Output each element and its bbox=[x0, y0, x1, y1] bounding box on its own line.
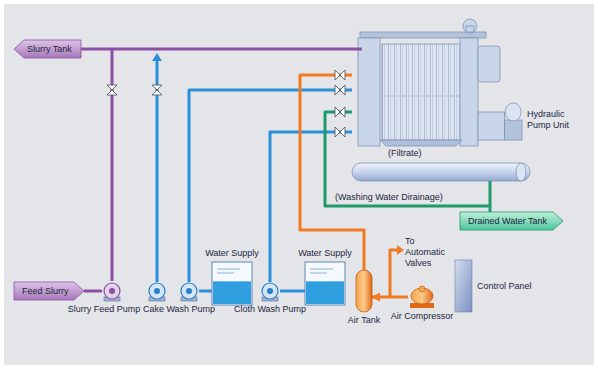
node-label: Slurry Feed Pump bbox=[68, 304, 141, 315]
source-arrow-box: Slurry Tank bbox=[14, 40, 81, 58]
slurry-pipe bbox=[112, 48, 362, 51]
filter-press bbox=[358, 38, 380, 146]
pipe-arrowheads bbox=[152, 53, 162, 61]
pump-symbol: Cake Wash Pump bbox=[147, 281, 199, 301]
valve-symbol bbox=[335, 107, 345, 117]
source-arrow-box-part bbox=[14, 282, 84, 300]
control-panel: Control Panel bbox=[455, 260, 472, 312]
node-label: Water Supply bbox=[205, 248, 259, 259]
pipe-connector bbox=[280, 290, 305, 293]
water-tank-part bbox=[305, 262, 345, 305]
air-tank: Air Tank bbox=[356, 270, 372, 312]
outlet-arrow-box-part bbox=[460, 212, 563, 230]
filter-press bbox=[460, 38, 478, 146]
node-label: Hydraulic Pump Unit bbox=[527, 109, 589, 131]
source-arrow-box: Feed Slurry bbox=[14, 282, 84, 300]
valve-symbol bbox=[152, 85, 162, 95]
air-pipe bbox=[300, 75, 364, 270]
pipe-connector bbox=[81, 49, 112, 281]
pump-symbol-part bbox=[149, 283, 165, 299]
pump-symbol: Slurry Feed Pump bbox=[102, 281, 122, 301]
water-tank-outline bbox=[212, 262, 252, 305]
pipes bbox=[112, 49, 490, 297]
node-label: Drained Water Tank bbox=[460, 212, 560, 230]
water-tank-part bbox=[306, 281, 344, 304]
drain-pipe bbox=[325, 112, 490, 206]
valve-symbol bbox=[335, 85, 345, 95]
water-tank-outline bbox=[305, 262, 345, 305]
air-tank-part bbox=[356, 270, 372, 312]
compressor-symbol: Air Compressor bbox=[408, 286, 436, 308]
node-label: Slurry Tank bbox=[14, 40, 79, 58]
node-label: Water Supply bbox=[298, 248, 352, 259]
air-tank-outline bbox=[356, 270, 372, 312]
pipe-label: (Filtrate) bbox=[388, 148, 422, 159]
water-tank-part bbox=[217, 269, 240, 270]
node-label: Air Compressor bbox=[391, 311, 454, 322]
drain-pipe bbox=[489, 181, 492, 212]
pipe-arrowheads bbox=[397, 245, 404, 255]
pump-symbol-part bbox=[109, 288, 115, 294]
node-label: Cake Wash Pump bbox=[143, 304, 215, 315]
pump-symbol-outline bbox=[102, 281, 122, 301]
node-label: Feed Slurry bbox=[14, 282, 82, 300]
pump-symbol: Cloth Wash Pump bbox=[260, 281, 280, 301]
pipe-connector bbox=[199, 290, 212, 293]
water-tank: Water Supply bbox=[212, 262, 252, 305]
cake-wash-pipe bbox=[189, 90, 352, 282]
filter-press bbox=[478, 46, 500, 82]
pump-symbol-part bbox=[186, 288, 192, 294]
filter-press bbox=[382, 44, 460, 140]
pump-symbol-outline bbox=[147, 281, 199, 301]
hydraulic-unit-outline bbox=[478, 100, 522, 140]
water-tank-part bbox=[310, 273, 327, 274]
filter-press bbox=[466, 26, 474, 32]
filter-press bbox=[360, 32, 486, 38]
pipe-label: (Washing Water Dirainage) bbox=[335, 192, 443, 203]
compressor-symbol-part bbox=[419, 286, 425, 292]
filtrate-trough bbox=[516, 163, 526, 181]
water-tank-part bbox=[213, 281, 251, 304]
control-panel-part bbox=[455, 260, 472, 312]
pipe-arrowheads bbox=[152, 53, 404, 255]
pump-symbol-part bbox=[181, 283, 197, 299]
valve-symbol bbox=[107, 70, 345, 137]
compressor-symbol-outline bbox=[408, 286, 436, 308]
node-label: Cloth Wash Pump bbox=[234, 304, 306, 315]
filtrate-trough bbox=[352, 163, 530, 181]
valve-symbol bbox=[335, 70, 345, 80]
valve-symbol bbox=[335, 127, 345, 137]
source-arrow-box-part bbox=[14, 40, 81, 58]
node-label: Air Tank bbox=[348, 315, 380, 326]
pump-symbol-part bbox=[104, 283, 120, 299]
pump-symbol-part bbox=[154, 288, 160, 294]
hydraulic-unit-part bbox=[504, 120, 522, 140]
water-tank: Water Supply bbox=[305, 262, 345, 305]
air-pipe bbox=[390, 250, 398, 297]
pipe-connector bbox=[84, 290, 102, 293]
pump-symbol-outline bbox=[260, 281, 280, 301]
water-tank-part bbox=[217, 273, 234, 274]
control-panel-outline bbox=[455, 260, 472, 312]
hydraulic-unit: Hydraulic Pump Unit bbox=[478, 100, 522, 140]
filter-press bbox=[380, 140, 462, 146]
valve-symbol bbox=[107, 85, 117, 95]
pipe-label: To Automatic Valves bbox=[405, 236, 449, 269]
pump-symbol-part bbox=[267, 288, 273, 294]
outlet-arrow-box: Drained Water Tank bbox=[460, 212, 563, 230]
node-label: Control Panel bbox=[477, 281, 532, 292]
filter-press bbox=[463, 19, 477, 33]
hydraulic-unit-part bbox=[505, 103, 521, 121]
water-tank-part bbox=[212, 262, 252, 305]
pump-symbol-part bbox=[262, 283, 278, 299]
hydraulic-unit-part bbox=[478, 112, 504, 140]
filtrate-trough bbox=[352, 163, 530, 181]
water-tank-part bbox=[310, 269, 333, 270]
